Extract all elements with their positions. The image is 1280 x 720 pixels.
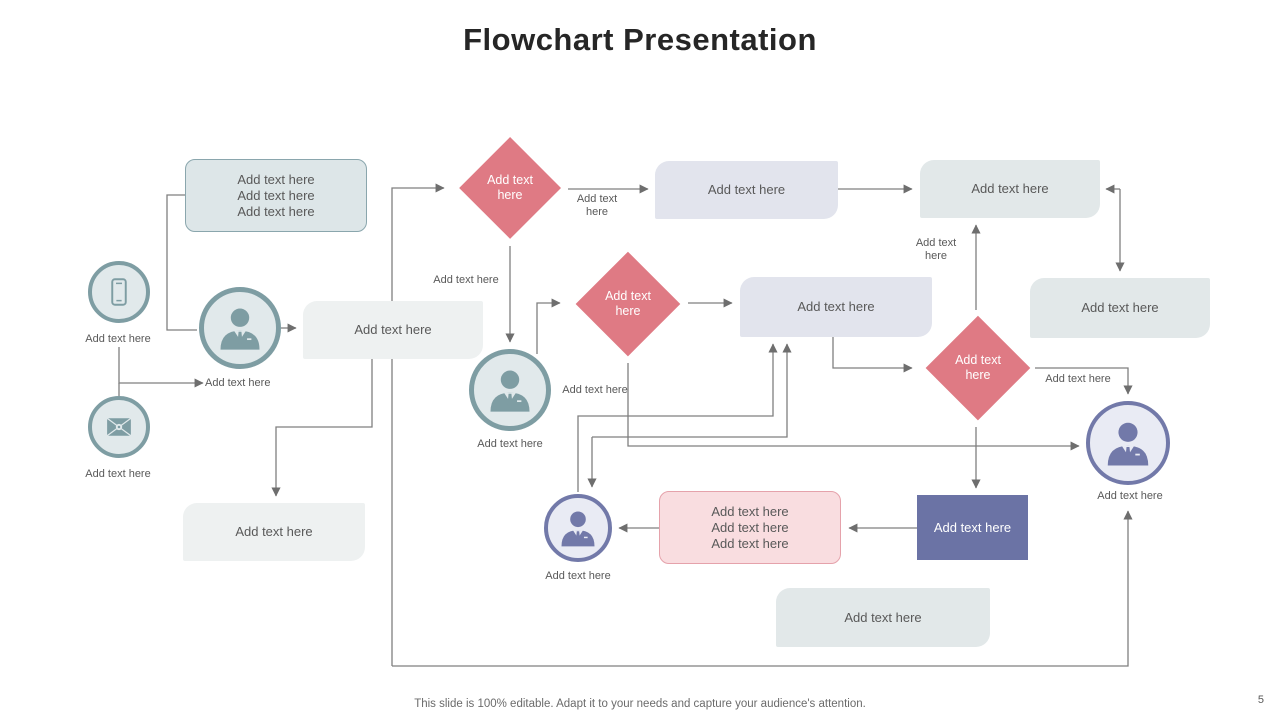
note-box-pink: Add text here Add text here Add text her… bbox=[659, 491, 841, 564]
process-box-2: Add text here bbox=[920, 160, 1100, 218]
node-label: Add text here bbox=[1097, 490, 1163, 502]
box-label: Add text here bbox=[844, 609, 922, 625]
edge-label: Add text here bbox=[433, 274, 499, 286]
edge-label: Add text here bbox=[562, 384, 628, 396]
note-line: Add text here bbox=[711, 503, 789, 519]
process-box-bottom-left: Add text here bbox=[183, 503, 365, 561]
slide-title: Flowchart Presentation bbox=[463, 22, 817, 57]
process-box-4: Add text here bbox=[1030, 278, 1210, 338]
box-label: Add text here bbox=[933, 519, 1012, 535]
box-label: Add text here bbox=[235, 524, 313, 539]
branch-label: Add text here bbox=[205, 377, 271, 389]
box-label: Add text here bbox=[354, 322, 432, 337]
person-icon bbox=[220, 308, 260, 350]
note-line: Add text here bbox=[237, 171, 315, 187]
process-box-1: Add text here bbox=[655, 161, 838, 219]
process-box-left-mid: Add text here bbox=[303, 301, 483, 359]
mail-node bbox=[88, 396, 150, 458]
box-label: Add text here bbox=[971, 181, 1049, 196]
person-node-purple-big bbox=[1086, 401, 1170, 485]
phone-icon bbox=[111, 278, 127, 306]
note-line: Add text here bbox=[711, 519, 789, 535]
diamond-label: Add text here bbox=[605, 289, 651, 318]
phone-label: Add text here bbox=[85, 333, 151, 345]
node-label: Add text here bbox=[545, 570, 611, 582]
page-number: 5 bbox=[1257, 694, 1264, 706]
person-node-teal-1 bbox=[199, 287, 281, 369]
decision-diamond-1: Add text here bbox=[458, 136, 562, 240]
note-line: Add text here bbox=[237, 203, 315, 219]
person-icon bbox=[490, 370, 530, 412]
decision-diamond-2: Add text here bbox=[575, 251, 681, 357]
edge-label: Add text here bbox=[1045, 373, 1111, 385]
process-box-bottom: Add text here bbox=[776, 588, 990, 647]
edge-label: Add text here bbox=[576, 193, 618, 218]
person-node-teal-2 bbox=[469, 349, 551, 431]
person-icon bbox=[1107, 422, 1149, 466]
note-box-top-left: Add text here Add text here Add text her… bbox=[185, 159, 367, 232]
mail-label: Add text here bbox=[85, 468, 151, 480]
box-label: Add text here bbox=[797, 299, 875, 314]
person-node-purple-small bbox=[544, 494, 612, 562]
diamond-label: Add text here bbox=[487, 173, 533, 202]
process-box-dark: Add text here bbox=[917, 495, 1028, 560]
decision-diamond-3: Add text here bbox=[925, 315, 1031, 421]
note-line: Add text here bbox=[237, 187, 315, 203]
diamond-label: Add text here bbox=[955, 353, 1001, 382]
box-label: Add text here bbox=[1081, 300, 1159, 315]
box-label: Add text here bbox=[707, 182, 786, 197]
envelope-icon bbox=[106, 417, 132, 437]
note-line: Add text here bbox=[711, 535, 789, 551]
person-icon bbox=[561, 511, 595, 547]
phone-node bbox=[88, 261, 150, 323]
process-box-3: Add text here bbox=[740, 277, 932, 337]
edge-label: Add text here bbox=[915, 237, 957, 262]
node-label: Add text here bbox=[477, 438, 543, 450]
footer-note: This slide is 100% editable. Adapt it to… bbox=[414, 698, 866, 710]
